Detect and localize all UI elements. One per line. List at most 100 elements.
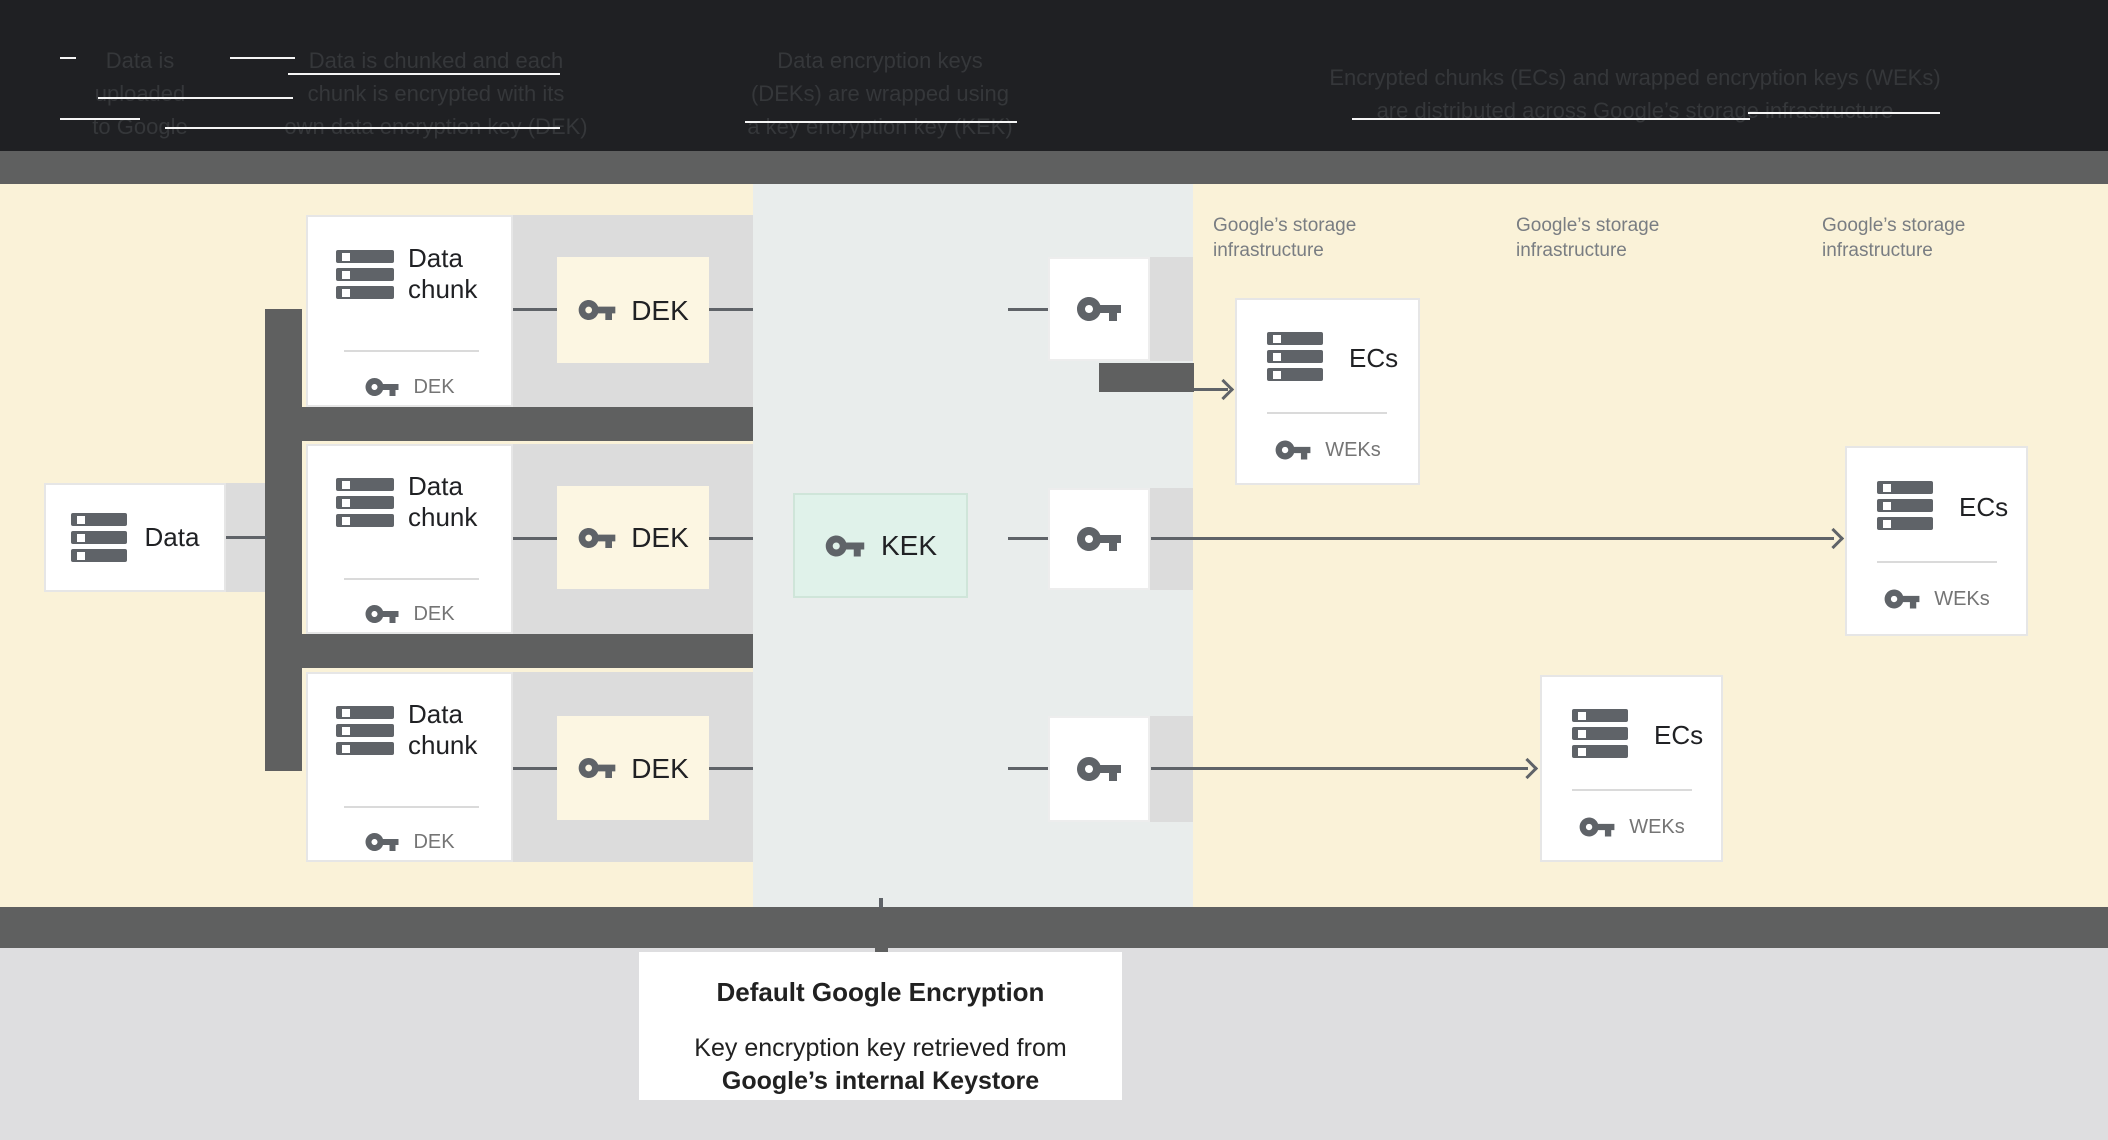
caption-line: Key encryption key retrieved from [694,1034,1067,1062]
chunk-dek-row: DEK [308,824,511,860]
divider [98,97,293,99]
key-icon [364,824,400,860]
chunk-dek-row: DEK [308,596,511,632]
header-step-3: Data encryption keys (DEKs) are wrapped … [740,44,1020,143]
wrapping-key-box [1048,716,1150,822]
key-icon [577,518,617,558]
divider [344,578,479,580]
weks-label: WEKs [1934,587,1990,610]
dek-label: DEK [631,294,689,326]
ecs-title: ECs [1959,492,2009,522]
data-chunk-icon [336,706,394,755]
divider [1877,561,1997,563]
key-icon [1883,580,1921,618]
key-icon [364,369,400,405]
connector-line [1008,537,1048,540]
ecs-weks-row: WEKs [1237,431,1418,469]
fanout-connector-horizontal [265,407,753,441]
weks-label: WEKs [1629,815,1685,838]
chunk-dek-row: DEK [308,369,511,405]
key-icon [1075,745,1123,793]
ecs-title: ECs [1349,343,1399,373]
header-text: Encrypted chunks (ECs) and wrapped encry… [1329,65,1941,90]
connector-line [709,308,753,311]
divider [1572,789,1692,791]
divider [60,118,140,120]
ecs-box: ECs WEKs [1845,446,2028,636]
dek-box: DEK [557,716,709,820]
data-chunk-icon [336,478,394,527]
connector-line [1008,767,1048,770]
connector-line [1008,308,1048,311]
storage-infrastructure-label: Google’s storage infrastructure [1822,215,1966,261]
divider [1352,118,1750,120]
key-icon [1578,808,1616,846]
connector-line [513,767,557,770]
divider [230,57,295,59]
wrapping-key-box [1048,257,1150,361]
dek-box: DEK [557,486,709,589]
divider [745,121,1017,123]
header-text: uploaded [94,81,186,106]
storage-infrastructure-label: Google’s storage infrastructure [1516,215,1660,261]
dek-box: DEK [557,257,709,363]
weks-label: WEKs [1325,438,1381,461]
ecs-title: ECs [1654,720,1704,750]
kek-box: KEK [793,493,968,598]
storage-infrastructure-label: Google’s storage infrastructure [1213,215,1357,261]
connector-line [226,536,267,539]
encrypted-chunks-icon [1572,709,1628,758]
header-text: a key encryption key (KEK) [747,114,1013,139]
header-text: own data encryption key (DEK) [284,114,588,139]
data-chunk-title: Data chunk [408,471,478,532]
fanout-connector-horizontal [265,634,753,668]
divider [60,57,76,59]
row-band [1150,257,1193,361]
caption-connector [879,898,883,908]
dek-label: DEK [631,522,689,553]
separator-bar-top [0,151,2108,184]
ecs-weks-row: WEKs [1847,580,2026,618]
data-icon [70,513,127,562]
caption-box: Default Google Encryption Key encryption… [639,952,1122,1100]
key-icon [1075,515,1123,563]
wrapped-key-connector [1099,363,1194,392]
header-strip: Data is uploaded to Google Data is chunk… [0,0,2108,151]
data-chunk-box: Data chunk DEK [306,444,513,634]
wrapping-key-box [1048,488,1150,590]
caption-title: Default Google Encryption [716,977,1045,1007]
header-text: chunk is encrypted with its [307,81,565,106]
encrypted-chunks-icon [1267,332,1323,381]
separator-bar-bottom [0,907,2108,948]
divider [1748,112,1940,114]
header-text: Data encryption keys [777,48,983,73]
data-chunk-box: Data chunk DEK [306,672,513,862]
divider [288,73,560,75]
connector-line [513,537,557,540]
arrow-line [1194,388,1228,391]
kek-label: KEK [880,530,938,561]
arrow-line [1151,537,1834,540]
divider [344,806,479,808]
header-text: (DEKs) are wrapped using [750,81,1009,106]
arrow-line [1151,767,1528,770]
data-chunk-box: Data chunk DEK [306,215,513,407]
encrypted-chunks-icon [1877,481,1933,530]
key-icon [577,290,617,330]
key-icon [577,748,617,788]
data-chunk-title: Data chunk [408,699,478,760]
key-icon [1274,431,1312,469]
header-step-2: Data is chunked and each chunk is encryp… [276,44,596,143]
divider [1267,412,1387,414]
key-icon [364,596,400,632]
data-chunk-icon [336,250,394,299]
header-text: Data is [105,48,175,73]
ecs-box: ECs WEKs [1540,675,1723,862]
ecs-weks-row: WEKs [1542,808,1721,846]
divider [344,350,479,352]
ecs-box: ECs WEKs [1235,298,1420,485]
data-chunk-title: Data chunk [408,243,478,304]
chunk-dek-label: DEK [413,830,455,853]
header-text: Data is chunked and each [308,48,564,73]
